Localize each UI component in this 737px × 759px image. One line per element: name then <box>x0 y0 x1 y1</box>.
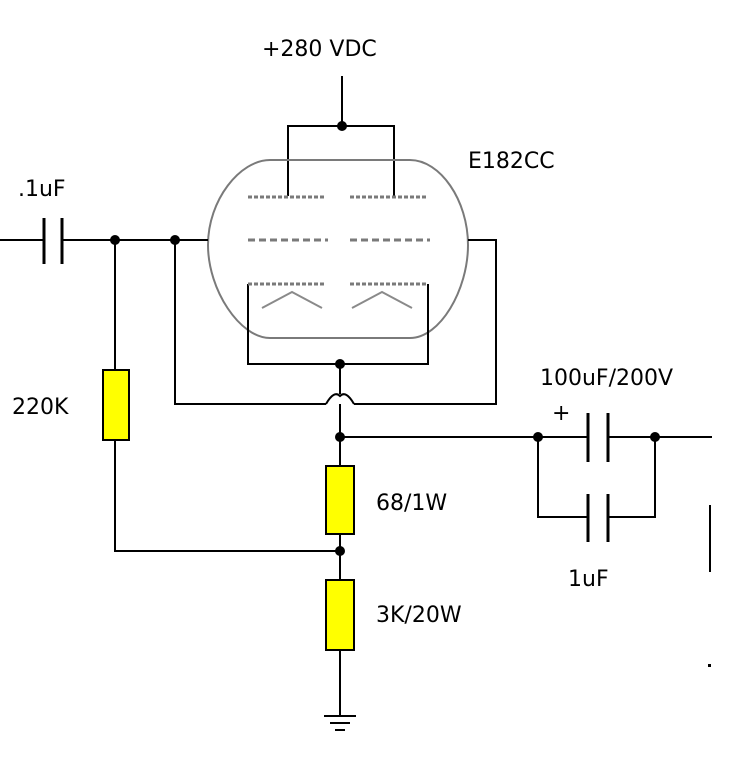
output-capacitor-bypass-label: 1uF <box>568 567 609 592</box>
input-capacitor <box>0 218 208 264</box>
output-capacitor-bypass <box>537 437 656 542</box>
tube-type-label: E182CC <box>468 149 555 174</box>
grid-resistor <box>102 369 130 441</box>
grid-loop-left <box>174 240 326 405</box>
cathode-resistor-3k-label: 3K/20W <box>376 603 462 628</box>
heater-left <box>261 290 323 309</box>
bias-junction-dot <box>335 546 345 556</box>
plate-connections <box>248 125 428 199</box>
cathode-resistor-68 <box>325 465 355 535</box>
wire-crossover <box>325 393 355 405</box>
input-capacitor-label: .1uF <box>18 177 66 202</box>
supply-voltage-label: +280 VDC <box>262 37 377 62</box>
cathode-resistor-3k <box>325 579 355 651</box>
plate-junction-dot <box>337 121 347 131</box>
grid-resistor-label: 220K <box>12 395 69 420</box>
grid-resistor-wire-bottom <box>114 440 340 552</box>
ground-symbol-icon <box>324 715 356 731</box>
output-capacitor-main <box>586 413 610 462</box>
output-capacitor-main-label: 100uF/200V <box>540 366 673 391</box>
polarity-mark: + <box>552 401 570 426</box>
heater-right <box>351 290 413 309</box>
grid-loop-right <box>354 239 497 405</box>
edge-dot <box>708 664 711 667</box>
cathode-connections <box>247 284 429 365</box>
vacuum-tube <box>206 159 470 339</box>
cathode-resistor-68-label: 68/1W <box>376 491 447 516</box>
